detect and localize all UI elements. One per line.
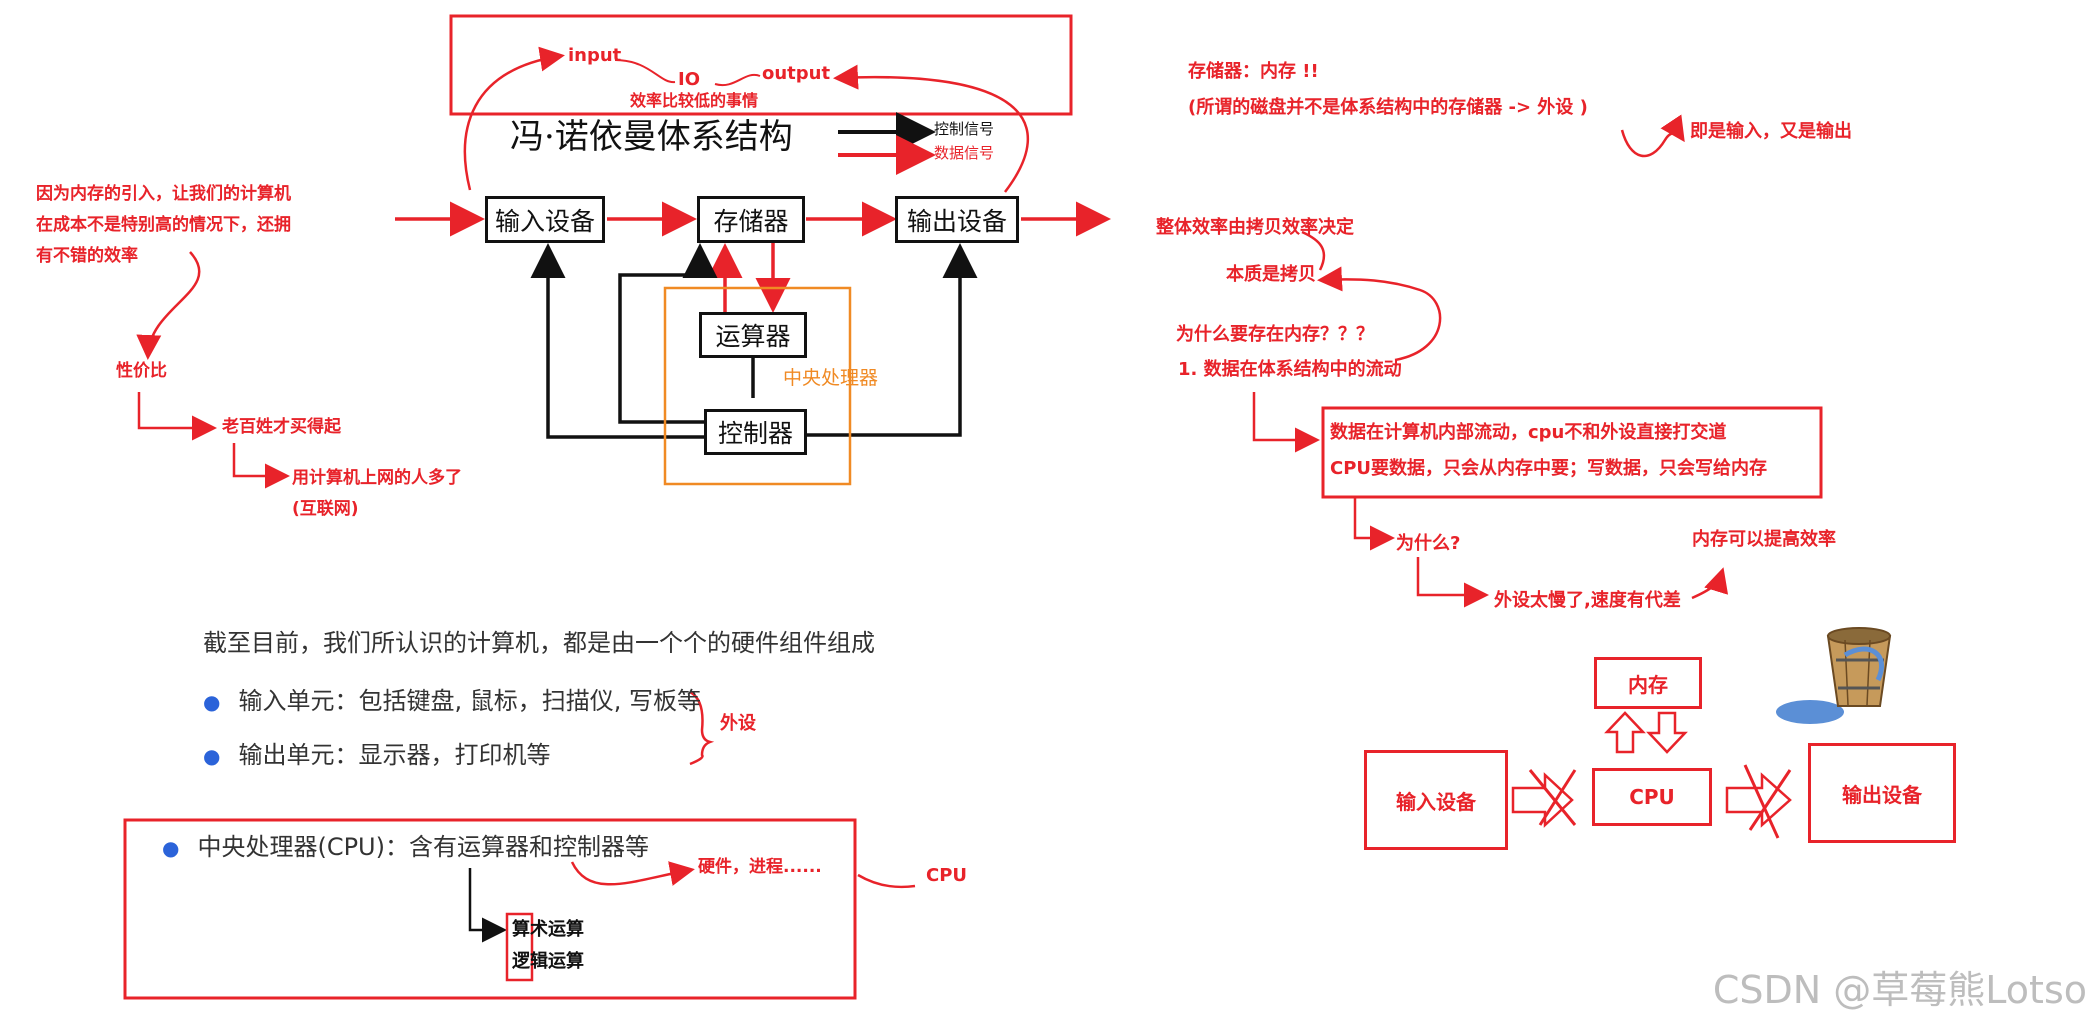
bullet-icon: ● <box>203 744 221 768</box>
left-note-line1: 因为内存的引入，让我们的计算机 <box>36 184 291 204</box>
io-note: 效率比较低的事情 <box>630 91 759 110</box>
cpu-item: ● 中央处理器(CPU)：含有运算器和控制器等 <box>162 833 649 862</box>
data-flow-line2: CPU要数据，只会从内存中要；写数据，只会写给内存 <box>1330 458 1768 479</box>
hardware-intro: 截至目前，我们所认识的计算机，都是由一个个的硬件组件组成 <box>203 629 875 657</box>
hw-process-note: 硬件，进程...... <box>698 857 822 877</box>
essence-note: 本质是拷贝 <box>1226 264 1316 285</box>
peripheral-label: 外设 <box>720 713 756 734</box>
input-unit-item: ● 输入单元：包括键盘, 鼠标，扫描仪, 写板等 <box>203 687 701 716</box>
cpu-section-frame <box>123 818 857 1000</box>
cpu-item-text: 中央处理器(CPU)：含有运算器和控制器等 <box>197 833 649 861</box>
left-note-line3: 有不错的效率 <box>36 246 138 266</box>
bullet-icon: ● <box>203 690 221 714</box>
alu-box: 运算器 <box>699 312 807 358</box>
improve-note: 内存可以提高效率 <box>1692 529 1836 550</box>
mini-output-box: 输出设备 <box>1808 743 1956 843</box>
left-note-internet-sub: (互联网) <box>292 499 359 519</box>
data-flow-box <box>1321 406 1823 499</box>
legend-control-label: 控制信号 <box>934 120 995 138</box>
bullet-icon: ● <box>162 836 180 860</box>
storage-note: 存储器：内存 !! <box>1188 61 1319 82</box>
flow-note: 1. 数据在体系结构中的流动 <box>1178 359 1402 380</box>
watermark: CSDN @草莓熊Lotso <box>1712 968 2087 1012</box>
left-note-internet: 用计算机上网的人多了 <box>292 468 462 488</box>
cpu-tag: CPU <box>926 865 968 886</box>
efficiency-note: 整体效率由拷贝效率决定 <box>1156 217 1354 238</box>
legend-data-label: 数据信号 <box>934 144 995 162</box>
arith-op: 算术运算 <box>512 919 584 940</box>
io-output-label: output <box>762 63 831 84</box>
mini-cpu-box: CPU <box>1592 768 1712 826</box>
mini-input-box: 输入设备 <box>1364 750 1508 850</box>
memory-box: 存储器 <box>697 196 805 243</box>
input-device-box: 输入设备 <box>485 196 605 243</box>
data-flow-line1: 数据在计算机内部流动，cpu不和外设直接打交道 <box>1330 422 1727 443</box>
mini-memory-box: 内存 <box>1594 657 1702 709</box>
diagram-title: 冯·诺依曼体系结构 <box>510 117 793 157</box>
controller-box: 控制器 <box>704 409 807 455</box>
output-unit-item: ● 输出单元：显示器，打印机等 <box>203 741 551 770</box>
output-unit-text: 输出单元：显示器，打印机等 <box>238 741 551 769</box>
left-note-line2: 在成本不是特别高的情况下，还拥 <box>36 215 291 235</box>
cpu-frame <box>663 286 852 486</box>
io-frame <box>449 14 1073 116</box>
io-input-label: input <box>568 45 622 66</box>
disk-note: (所谓的磁盘并不是体系结构中的存储器 -> 外设 ) <box>1188 97 1588 118</box>
slow-note: 外设太慢了,速度有代差 <box>1494 590 1681 611</box>
why-memory-note: 为什么要存在内存？？？ <box>1176 324 1374 345</box>
io-label: IO <box>678 69 700 90</box>
left-note-ratio: 性价比 <box>116 361 167 381</box>
output-device-box: 输出设备 <box>895 196 1019 243</box>
cpu-label: 中央处理器 <box>783 367 879 389</box>
bucket-icon <box>1776 627 1892 724</box>
logic-op: 逻辑运算 <box>512 951 584 972</box>
both-note: 即是输入，又是输出 <box>1690 121 1852 142</box>
why-note: 为什么? <box>1396 533 1461 554</box>
left-note-affordable: 老百姓才买得起 <box>222 417 341 437</box>
input-unit-text: 输入单元：包括键盘, 鼠标，扫描仪, 写板等 <box>238 687 701 715</box>
